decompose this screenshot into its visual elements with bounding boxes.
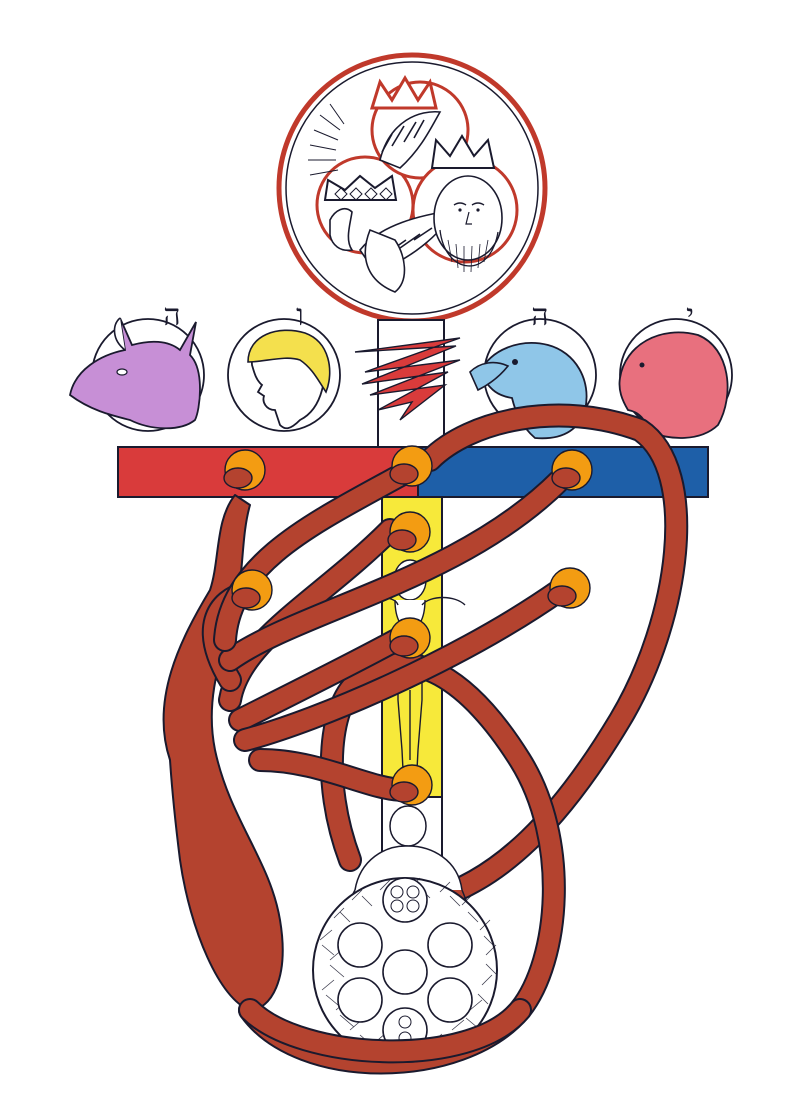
bearded-face-icon: [433, 175, 503, 273]
upper-stem: [354, 319, 461, 449]
bull-icon: [69, 317, 201, 430]
lion-icon: [618, 331, 729, 439]
man-medallion: ו: [227, 298, 341, 432]
profile-face-icon: [329, 208, 354, 252]
serpent-head-icon: [231, 587, 261, 609]
serpent-head-icon: [389, 781, 419, 803]
inner-circle: [427, 977, 473, 1023]
serpent-head-icon: [387, 529, 417, 551]
crown-icon: [369, 75, 438, 110]
serpent-head-icon: [547, 585, 577, 607]
light-rays-icon: [308, 103, 345, 176]
inner-circle: [382, 877, 428, 923]
crown-icon: [430, 134, 496, 169]
hebrew-letter-he: ה: [163, 298, 180, 333]
lightning-bolt-icon: [354, 337, 461, 421]
trinity-medallion: [276, 52, 548, 324]
inner-circle: [337, 922, 383, 968]
crown-icon: [323, 174, 398, 201]
serpent-lower-loop: [238, 998, 532, 1064]
woven-sphere: [312, 877, 498, 1063]
hebrew-letter-he: ה: [531, 298, 548, 333]
serpent-head-icon: [389, 635, 419, 657]
inner-circle: [337, 977, 383, 1023]
serpent-head-icon: [223, 467, 253, 489]
hebrew-letter-yod: י: [686, 298, 694, 333]
atlas-figure-icon: [341, 805, 473, 916]
lion-medallion: י: [618, 298, 733, 439]
inner-circle: [427, 922, 473, 968]
serpent-heads: [223, 463, 581, 803]
dove-icon: [359, 110, 457, 293]
inner-circle: [382, 949, 428, 995]
serpent-head-icon: [389, 463, 419, 485]
serpent-head-icon: [551, 467, 581, 489]
hebrew-letter-vav: ו: [296, 298, 304, 333]
bull-medallion: ה: [69, 298, 205, 432]
